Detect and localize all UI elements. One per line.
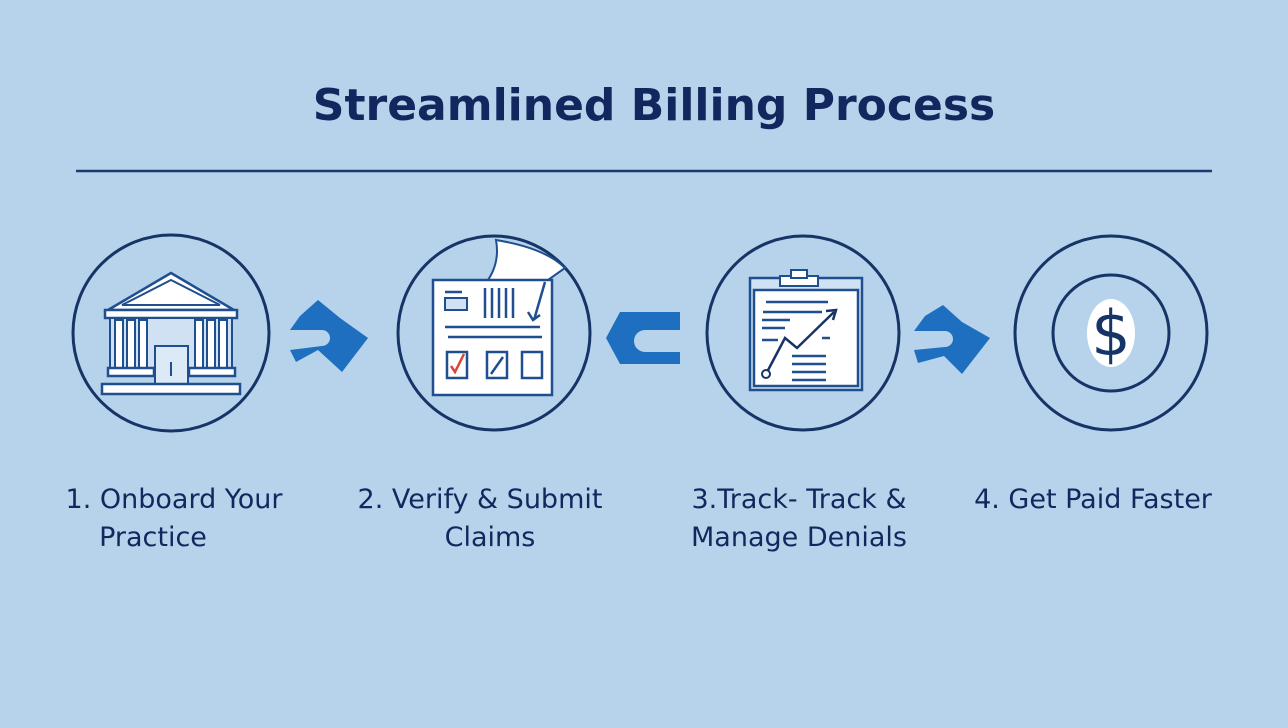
step-3-label-line2: Manage Denials (691, 522, 907, 553)
step-2-circle (396, 234, 592, 432)
page-title: Streamlined Billing Process (313, 80, 995, 131)
step-labels: 1. Onboard Your Practice 2. Verify & Sub… (66, 484, 1213, 553)
step-2 (396, 234, 592, 432)
step-2-label-line1: 2. Verify & Submit (358, 484, 603, 515)
step-3-label-line1: 3.Track- Track & (691, 484, 906, 515)
arrow-left-icon (606, 312, 680, 364)
step-3 (705, 234, 901, 432)
step-3-circle (705, 234, 901, 432)
step-1 (71, 233, 271, 433)
bank-building-icon (100, 271, 242, 396)
step-4: $ (1013, 234, 1209, 432)
step-4-inner-circle (1051, 273, 1171, 393)
step-4-label-line1: 4. Get Paid Faster (974, 484, 1213, 515)
dollar-sign-icon: $ (1087, 297, 1135, 370)
arrow-right-icon (290, 300, 368, 372)
step-1-label-line1: 1. Onboard Your (66, 484, 284, 515)
step-4-outer-circle (1013, 234, 1209, 432)
clipboard-chart-icon (748, 269, 864, 392)
arrow-right-icon (914, 305, 990, 374)
step-1-circle (71, 233, 271, 433)
step-2-label-line2: Claims (445, 522, 536, 553)
claim-form-checklist-icon (431, 238, 567, 397)
step-1-label-line2: Practice (99, 522, 207, 553)
svg-text:$: $ (1091, 297, 1130, 370)
